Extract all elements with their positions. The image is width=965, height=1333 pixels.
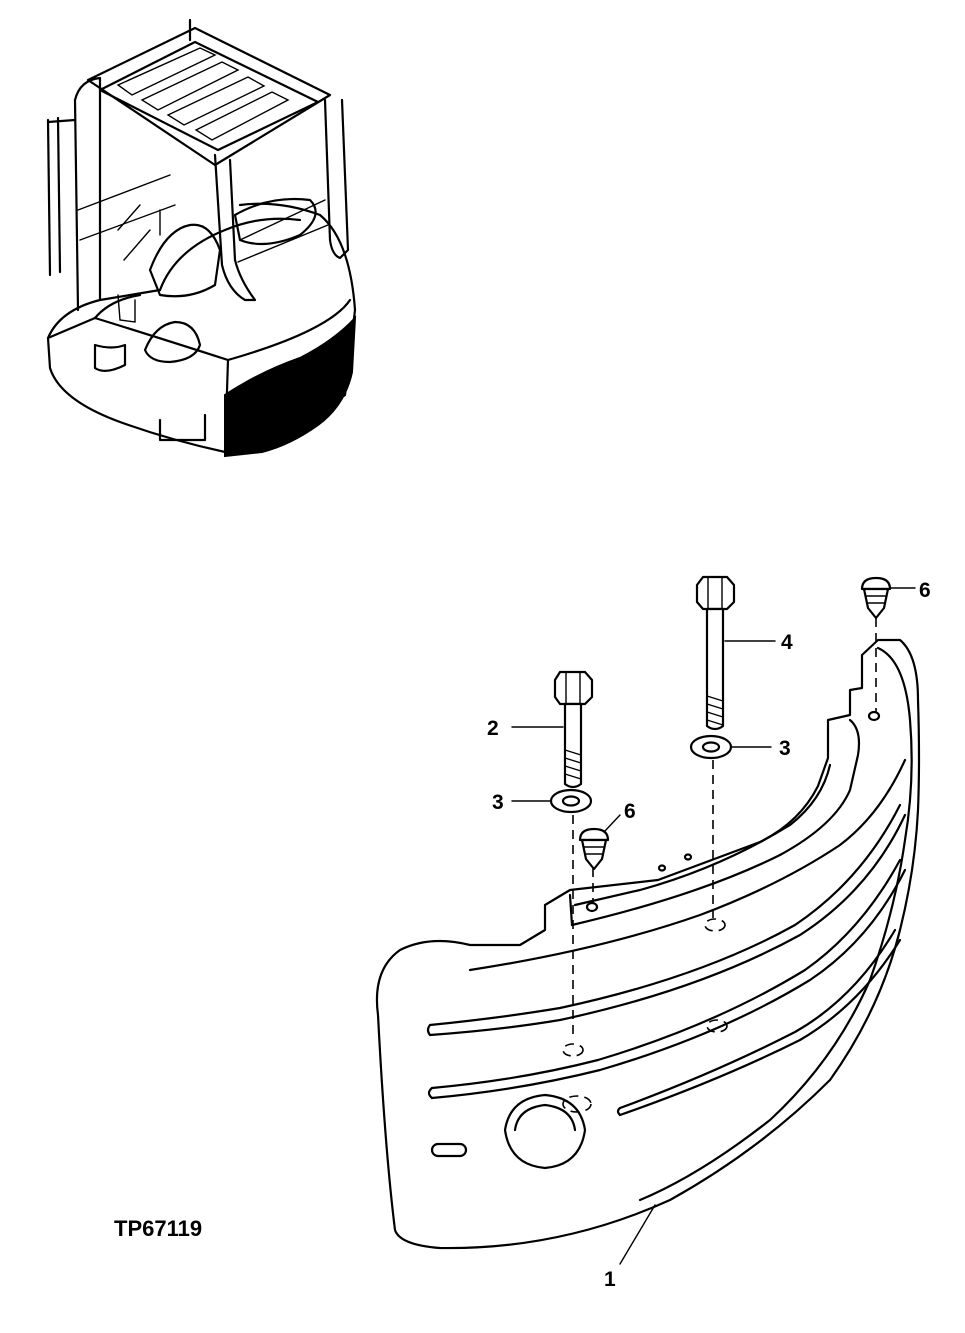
callout-6-left: 6 xyxy=(624,800,636,823)
plug-icon xyxy=(860,576,892,620)
counterweight-highlight xyxy=(224,315,357,458)
machine-overview-icon xyxy=(46,18,357,458)
washer-icon xyxy=(549,788,593,814)
callout-4: 4 xyxy=(781,631,793,654)
figure-id-label: TP67119 xyxy=(114,1216,202,1241)
callout-3-left: 3 xyxy=(492,791,504,814)
callout-3-right: 3 xyxy=(779,737,791,760)
callout-6-right: 6 xyxy=(919,579,931,602)
callout-2: 2 xyxy=(487,717,499,740)
long-bolt-icon xyxy=(695,575,736,731)
callout-1: 1 xyxy=(604,1268,616,1291)
short-bolt-icon xyxy=(553,670,594,789)
plug-icon-2 xyxy=(578,827,610,871)
leader-lines xyxy=(511,587,916,1265)
washer-icon-2 xyxy=(689,734,733,760)
counterweight-icon xyxy=(375,638,921,1250)
